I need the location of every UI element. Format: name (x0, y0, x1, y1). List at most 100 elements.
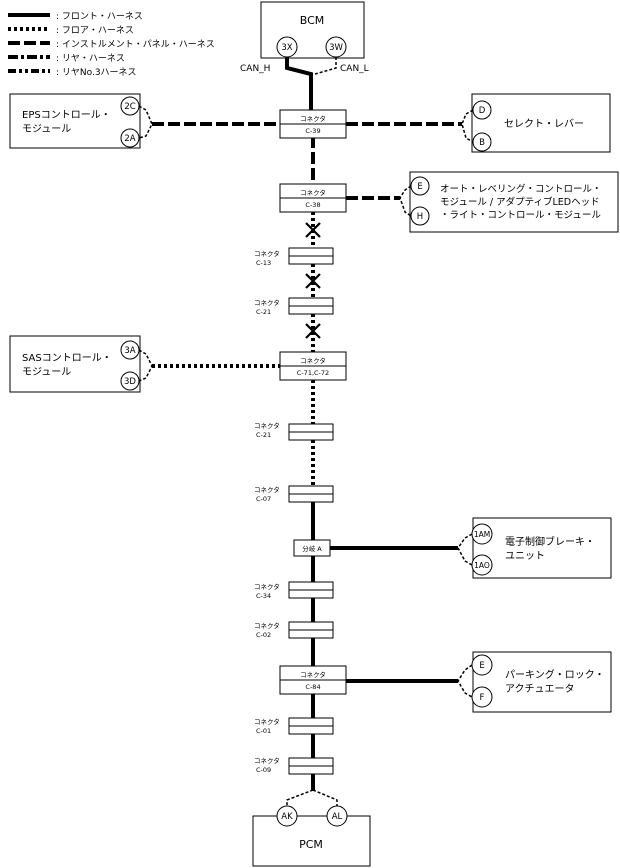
branch-point-a: 分岐 A (293, 539, 331, 557)
select-lever-module: セレクト・レバー D B (461, 93, 611, 153)
eps-module: EPSコントロール・ モジュール 2C 2A (9, 93, 153, 149)
connector-c21-lower-line2: C-21 (256, 431, 271, 439)
connector-c13-line2: C-13 (256, 259, 271, 267)
connector-c02-line1: コネクタ (254, 621, 280, 630)
parking-lock-pin-top-label: E (479, 661, 484, 671)
eps-pin-bottom (120, 128, 140, 148)
connector-c39-line1: コネクタ (300, 114, 326, 123)
connector-c84-line1: コネクタ (300, 670, 326, 679)
connector-c13: コネクタ C-13 (254, 247, 334, 267)
auto-leveling-pin-bottom (410, 206, 430, 226)
connector-c71-c72-line1: コネクタ (300, 356, 326, 365)
parking-lock-module: パーキング・ロック・ アクチュエータ E F (457, 651, 612, 713)
sas-module: SASコントロール・ モジュール 3A 3D (9, 335, 153, 393)
auto-leveling-pin-top-label: E (417, 182, 422, 192)
connector-c38-line1: コネクタ (300, 188, 326, 197)
sas-label-line2: モジュール (22, 367, 71, 378)
connector-c39-line2: C-39 (305, 127, 320, 135)
select-lever-label: セレクト・レバー (504, 118, 584, 130)
sas-pin-top-label: 3A (124, 346, 135, 356)
connector-c01-line1: コネクタ (254, 717, 280, 726)
pcm-pin-left-label: AK (281, 812, 293, 822)
wire-can-l-bcm (314, 57, 337, 75)
sas-label-line1: SASコントロール・ (22, 353, 112, 364)
electronic-brake-pin-top-label: 1AM (474, 530, 490, 539)
connector-c01-line2: C-01 (256, 727, 271, 735)
auto-leveling-label-line1: オート・レベリング・コントロール・ (440, 183, 602, 195)
break-marks (305, 222, 321, 339)
wire-can-l-pcm (312, 789, 338, 806)
branch-wires (152, 122, 462, 683)
connector-c34-line2: C-34 (256, 592, 271, 600)
legend-label-front: : フロント・ハーネス (56, 11, 143, 22)
pcm-pin-right (326, 805, 348, 827)
select-lever-pin-top-label: D (479, 106, 486, 116)
connector-c13-line1: コネクタ (254, 249, 280, 258)
connector-c01: コネクタ C-01 (254, 717, 334, 735)
connector-c02-line2: C-02 (256, 631, 271, 639)
connector-c07-line1: コネクタ (254, 485, 280, 494)
auto-leveling-pin-bottom-label: H (417, 212, 423, 222)
connector-c21-upper-line2: C-21 (256, 308, 271, 316)
bcm-pin-left-label: 3X (281, 43, 292, 53)
connector-c71-c72-line2: C-71,C-72 (297, 369, 329, 377)
connector-c21-lower-line1: コネクタ (254, 421, 280, 430)
electronic-brake-module: 電子制御ブレーキ・ ユニット 1AM 1AO (457, 517, 612, 579)
connector-c07-line2: C-07 (256, 495, 271, 503)
connector-c34-line1: コネクタ (254, 582, 280, 591)
connector-c21-lower: コネクタ C-21 (254, 421, 334, 441)
auto-leveling-label-line3: ・ライト・コントロール・モジュール (440, 210, 601, 221)
bcm-module: BCM 3X 3W CAN_H CAN_L (240, 1, 369, 110)
branch-point-a-label: 分岐 A (302, 544, 322, 553)
pcm-module: PCM AK AL (252, 789, 371, 867)
connector-c02: コネクタ C-02 (254, 621, 334, 639)
electronic-brake-pin-bottom (471, 554, 493, 576)
connector-c09: コネクタ C-09 (254, 756, 334, 775)
eps-pin-bottom-label: 2A (124, 134, 135, 144)
legend-label-inst: : インストルメント・パネル・ハーネス (56, 39, 215, 50)
parking-lock-pin-bottom (471, 686, 493, 708)
wire-can-h-pcm (286, 789, 314, 806)
electronic-brake-label-line1: 電子制御ブレーキ・ (505, 535, 595, 548)
eps-label-line2: モジュール (22, 124, 71, 135)
electronic-brake-label-line2: ユニット (505, 551, 545, 562)
break-mark-3-icon (305, 323, 321, 339)
eps-label-line1: EPSコントロール・ (22, 110, 111, 121)
connector-c09-line1: コネクタ (254, 756, 280, 765)
legend-label-rear3: : リヤNo.3ハーネス (56, 67, 137, 78)
connector-c38-line2: C-38 (305, 201, 320, 209)
pcm-label: PCM (299, 838, 323, 851)
sas-pin-bottom-label: 3D (124, 377, 136, 387)
bcm-pin-right-label: 3W (329, 43, 343, 53)
connector-c34: コネクタ C-34 (254, 581, 334, 600)
parking-lock-label-line2: アクチュエータ (505, 683, 575, 695)
pcm-pin-right-label: AL (332, 812, 343, 822)
pcm-pin-left (276, 805, 298, 827)
parking-lock-label-line1: パーキング・ロック・ (505, 668, 605, 681)
select-lever-pin-bottom-label: B (479, 138, 485, 148)
legend-label-rear: : リヤ・ハーネス (56, 53, 125, 64)
electronic-brake-pin-bottom-label: 1AO (474, 561, 490, 570)
legend-label-floor: : フロア・ハーネス (56, 25, 134, 36)
bcm-label: BCM (300, 14, 325, 27)
wire-can-h-bcm (285, 57, 313, 110)
eps-pin-top-label: 2C (124, 102, 135, 112)
auto-leveling-module: オート・レベリング・コントロール・ モジュール / アダプティブLEDヘッド ・… (399, 171, 619, 233)
connector-c38: コネクタ C-38 (279, 183, 347, 213)
parking-lock-pin-bottom-label: F (480, 693, 485, 703)
connector-c84-line2: C-84 (305, 683, 320, 691)
connector-c07: コネクタ C-07 (254, 485, 334, 503)
connector-c84: コネクタ C-84 (279, 665, 347, 695)
connector-c21-upper: コネクタ C-21 (254, 297, 334, 316)
break-mark-2-icon (305, 273, 321, 289)
connector-c39: コネクタ C-39 (279, 109, 347, 139)
can-h-label: CAN_H (240, 64, 270, 74)
can-l-label: CAN_L (340, 64, 369, 74)
connector-c21-upper-line1: コネクタ (254, 298, 280, 307)
break-mark-1-icon (305, 222, 321, 238)
connector-c09-line2: C-09 (256, 766, 271, 774)
connector-c71-c72: コネクタ C-71,C-72 (279, 351, 347, 381)
auto-leveling-label-line2: モジュール / アダプティブLEDヘッド (440, 196, 600, 208)
legend: : フロント・ハーネス : フロア・ハーネス : インストルメント・パネル・ハー… (8, 11, 215, 78)
